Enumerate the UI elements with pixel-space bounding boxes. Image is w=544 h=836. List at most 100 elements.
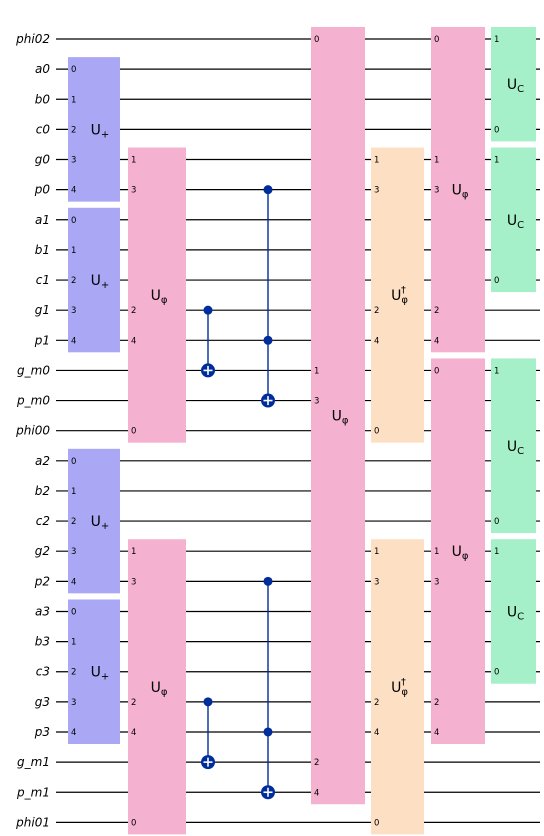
wire-label: phi00 bbox=[15, 424, 50, 438]
wire-label: phi02 bbox=[15, 32, 50, 46]
gate-pin-index: 3 bbox=[71, 306, 76, 316]
gate-label: Uφ bbox=[151, 288, 168, 306]
wire-label: b3 bbox=[35, 635, 50, 649]
gate-pin-index: 1 bbox=[131, 156, 136, 166]
gate-pin-index: 4 bbox=[71, 336, 76, 346]
gate-pin-index: 3 bbox=[374, 577, 379, 587]
controlled-gates-layer bbox=[201, 185, 275, 800]
gate-subscript: C bbox=[517, 611, 524, 622]
gate-pin-index: 0 bbox=[131, 427, 136, 437]
gate-label: Uφ bbox=[452, 183, 469, 201]
gate-box bbox=[431, 358, 485, 744]
gate-box bbox=[311, 27, 365, 805]
gate-pin-index: 3 bbox=[131, 577, 136, 587]
controlled-not-gate bbox=[261, 185, 275, 408]
gate-pin-index: 1 bbox=[71, 487, 76, 497]
gate-box bbox=[68, 599, 120, 744]
gate-label: U+ bbox=[91, 122, 110, 140]
gate-pin-index: 4 bbox=[374, 728, 379, 738]
gate-pin-index: 2 bbox=[131, 306, 136, 316]
gate-pin-index: 3 bbox=[71, 698, 76, 708]
gate-label: UC bbox=[507, 439, 524, 457]
wire-label: b1 bbox=[35, 243, 50, 257]
wire-label: c3 bbox=[36, 665, 50, 679]
gate-pin-index: 2 bbox=[71, 125, 76, 135]
gate-superscript: † bbox=[401, 285, 406, 296]
gate-pin-index: 4 bbox=[71, 186, 76, 196]
gate-pin-index: 4 bbox=[71, 728, 76, 738]
gate-box bbox=[491, 27, 536, 142]
gate-pin-index: 0 bbox=[71, 457, 76, 467]
gate-label: U+ bbox=[91, 273, 110, 291]
wire-label: b0 bbox=[35, 92, 51, 106]
gate-pin-index: 0 bbox=[314, 35, 319, 45]
gate-label: UC bbox=[507, 77, 524, 95]
gate-pin-index: 3 bbox=[374, 186, 379, 196]
gate-pin-index: 1 bbox=[494, 35, 499, 45]
gate-pin-index: 4 bbox=[434, 336, 439, 346]
gate-pin-index: 0 bbox=[434, 35, 439, 45]
gate-pin-index: 1 bbox=[494, 366, 499, 376]
gate-subscript: + bbox=[101, 521, 109, 532]
gate-block: U+ 0 1 2 3 4 bbox=[68, 57, 120, 202]
control-dot bbox=[203, 305, 213, 315]
gate-subscript: φ bbox=[401, 687, 408, 698]
gate-superscript: † bbox=[401, 677, 406, 688]
gate-pin-index: 4 bbox=[434, 728, 439, 738]
wire-label: c1 bbox=[36, 273, 50, 287]
gate-pin-index: 1 bbox=[434, 156, 439, 166]
gate-label: UC bbox=[507, 604, 524, 622]
gate-pin-index: 0 bbox=[374, 427, 379, 437]
gate-pin-index: 3 bbox=[131, 186, 136, 196]
gate-pin-index: 0 bbox=[494, 668, 499, 678]
wire-label: g2 bbox=[35, 544, 50, 558]
gate-box bbox=[371, 539, 424, 835]
controlled-not-gate bbox=[261, 576, 275, 800]
gate-subscript: C bbox=[517, 84, 524, 95]
gate-pin-index: 2 bbox=[314, 758, 319, 768]
wire-label: g0 bbox=[35, 153, 51, 167]
gate-subscript: + bbox=[101, 129, 109, 140]
gate-box bbox=[491, 539, 536, 684]
gate-pin-index: 3 bbox=[71, 156, 76, 166]
wire-labels: phi02a0b0c0g0p0a1b1c1g1p1g_m0p_m0phi00a2… bbox=[15, 32, 50, 829]
wire-label: p_m0 bbox=[16, 394, 50, 408]
gate-pin-index: 2 bbox=[374, 698, 379, 708]
control-dot bbox=[263, 576, 273, 586]
gates-layer: U+01234U+01234U+01234U+01234Uφ13240Uφ132… bbox=[68, 27, 536, 835]
gate-pin-index: 2 bbox=[374, 306, 379, 316]
gate-pin-index: 2 bbox=[434, 306, 439, 316]
gate-box bbox=[68, 207, 120, 353]
wire-label: b2 bbox=[35, 484, 50, 498]
gate-pin-index: 4 bbox=[71, 577, 76, 587]
gate-pin-index: 0 bbox=[374, 818, 379, 828]
gate-label: U+ bbox=[91, 665, 110, 683]
gate-pin-index: 0 bbox=[71, 607, 76, 617]
wire-label: a0 bbox=[35, 62, 50, 76]
gate-box bbox=[431, 27, 485, 353]
wire-label: a2 bbox=[35, 454, 50, 468]
control-dot bbox=[263, 185, 273, 195]
gate-pin-index: 3 bbox=[71, 547, 76, 557]
gate-subscript: φ bbox=[401, 295, 408, 306]
gate-subscript: C bbox=[517, 446, 524, 457]
gate-pin-index: 0 bbox=[71, 65, 76, 75]
gate-subscript: φ bbox=[342, 416, 349, 427]
gate-pin-index: 1 bbox=[71, 95, 76, 105]
gate-label: Uφ bbox=[452, 544, 469, 562]
gate-pin-index: 0 bbox=[131, 818, 136, 828]
gate-pin-index: 3 bbox=[434, 577, 439, 587]
control-dot bbox=[203, 697, 213, 707]
gate-pin-index: 2 bbox=[71, 668, 76, 678]
